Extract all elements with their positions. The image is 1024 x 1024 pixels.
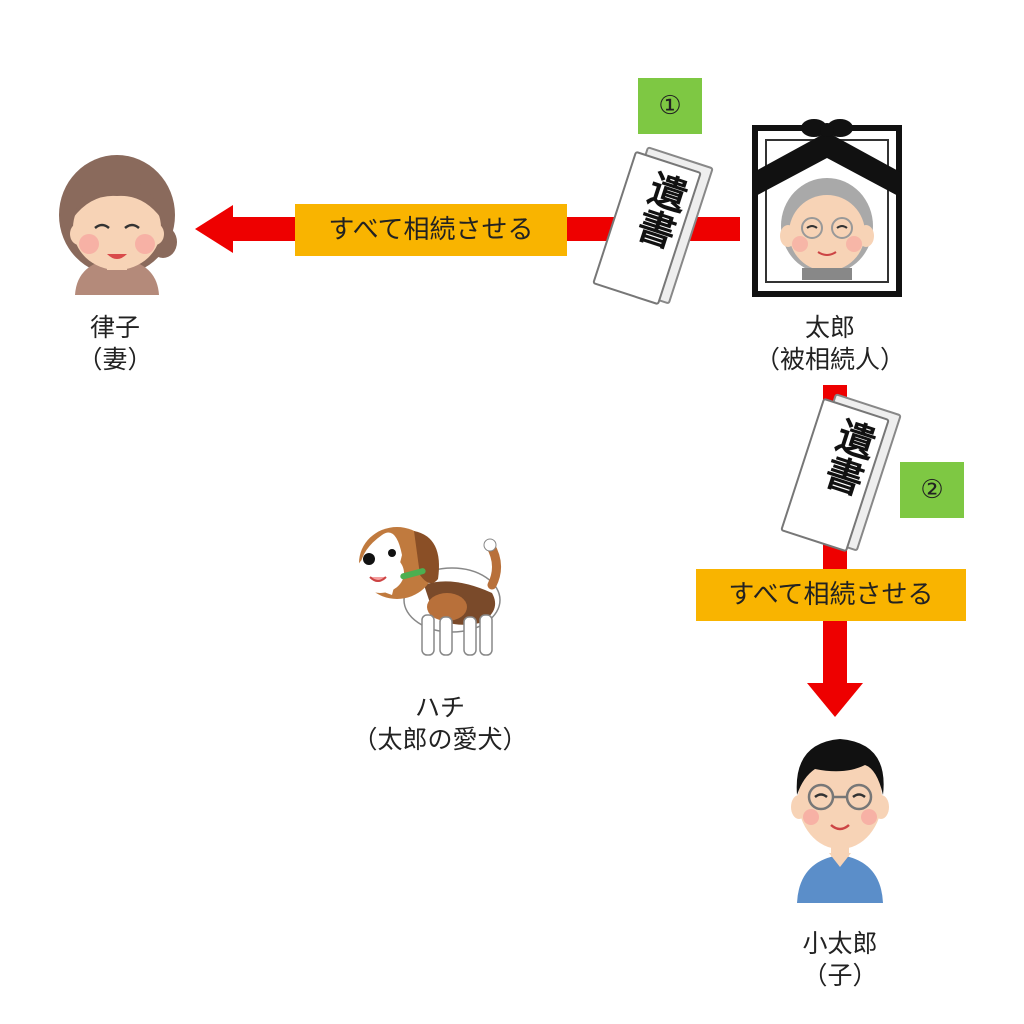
step-number-1: ① xyxy=(638,78,702,134)
will-document-2: 遺書 xyxy=(780,393,902,553)
wife-relation: （妻） xyxy=(77,345,153,374)
inherit-label-1: すべて相続させる xyxy=(295,204,567,256)
child-label: 小太郎 （子） xyxy=(775,928,905,992)
deceased-name: 太郎 xyxy=(804,313,855,342)
dog-relation: （太郎の愛犬） xyxy=(352,725,528,754)
dog-label: ハチ （太郎の愛犬） xyxy=(335,692,545,756)
child-illustration xyxy=(791,739,889,903)
wife-label: 律子 （妻） xyxy=(60,312,170,376)
step-number-2: ② xyxy=(900,462,964,518)
wife-name: 律子 xyxy=(89,313,140,342)
dog-illustration xyxy=(356,527,501,656)
deceased-relation: （被相続人） xyxy=(754,345,905,374)
deceased-label: 太郎 （被相続人） xyxy=(740,312,920,376)
inherit-label-2: すべて相続させる xyxy=(696,569,966,621)
child-name: 小太郎 xyxy=(802,929,878,958)
dog-name: ハチ xyxy=(414,693,465,722)
wife-illustration xyxy=(59,155,177,295)
deceased-portrait xyxy=(752,119,902,297)
child-relation: （子） xyxy=(802,961,878,990)
